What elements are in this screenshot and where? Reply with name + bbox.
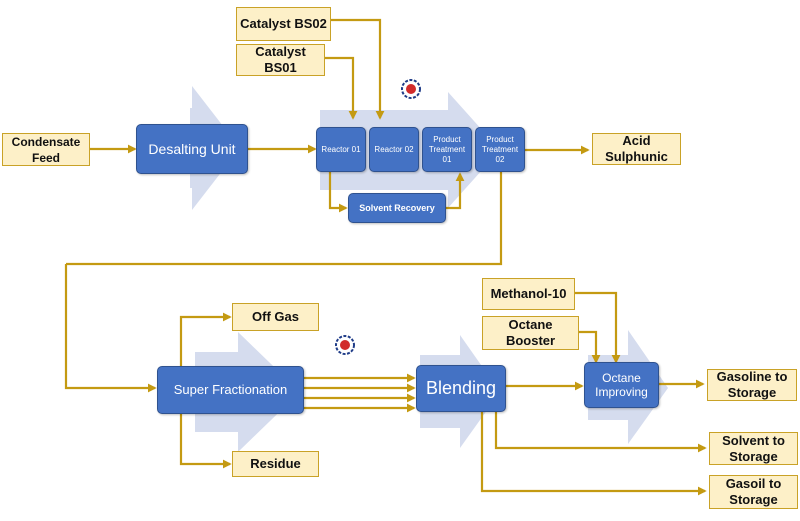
catalyst-bs01-tag: Catalyst BS01 bbox=[236, 44, 325, 76]
arrow-return-loop bbox=[66, 172, 503, 266]
gasoil-tag: Gasoil to Storage bbox=[709, 475, 798, 509]
catalyst-bs02-tag: Catalyst BS02 bbox=[236, 7, 331, 41]
arrow-octane-booster bbox=[579, 330, 601, 364]
product-treatment-02: Product Treatment 02 bbox=[475, 127, 525, 172]
solvent-recovery: Solvent Recovery bbox=[348, 193, 446, 223]
methanol-tag: Methanol-10 bbox=[482, 278, 575, 310]
arrow-recovery-treatment bbox=[446, 172, 465, 210]
logo-middle bbox=[334, 334, 356, 356]
arrow-solvent bbox=[494, 412, 707, 453]
reactor-01: Reactor 01 bbox=[316, 127, 366, 172]
arrow-gasoil bbox=[480, 412, 707, 496]
octane-improving: Octane Improving bbox=[584, 362, 659, 408]
condensate-feed-tag: Condensate Feed bbox=[2, 133, 90, 166]
blending: Blending bbox=[416, 365, 506, 412]
arrow-catalyst-bs01 bbox=[325, 56, 358, 120]
reactor-02: Reactor 02 bbox=[369, 127, 419, 172]
arrow-methanol bbox=[575, 291, 621, 364]
residue-tag: Residue bbox=[232, 451, 319, 477]
solvent-tag: Solvent to Storage bbox=[709, 432, 798, 465]
flow-arrows bbox=[64, 18, 707, 496]
company-logo-icon bbox=[335, 335, 355, 355]
octane-booster-tag: Octane Booster bbox=[482, 316, 579, 350]
gasoline-tag: Gasoline to Storage bbox=[707, 369, 797, 401]
arrow-residue bbox=[179, 413, 232, 469]
company-logo-icon bbox=[401, 79, 421, 99]
product-treatment-01: Product Treatment 01 bbox=[422, 127, 472, 172]
arrow-reactor-recovery bbox=[328, 172, 348, 213]
desalting-unit: Desalting Unit bbox=[136, 124, 248, 174]
arrow-catalyst-bs02 bbox=[331, 18, 385, 120]
super-fractionation: Super Fractionation bbox=[157, 366, 304, 414]
acid-sulphunic-tag: Acid Sulphunic bbox=[592, 133, 681, 165]
arrow-off-gas bbox=[179, 312, 232, 366]
logo-top bbox=[400, 78, 422, 100]
off-gas-tag: Off Gas bbox=[232, 303, 319, 331]
arrow-to-fractionation bbox=[64, 264, 157, 393]
